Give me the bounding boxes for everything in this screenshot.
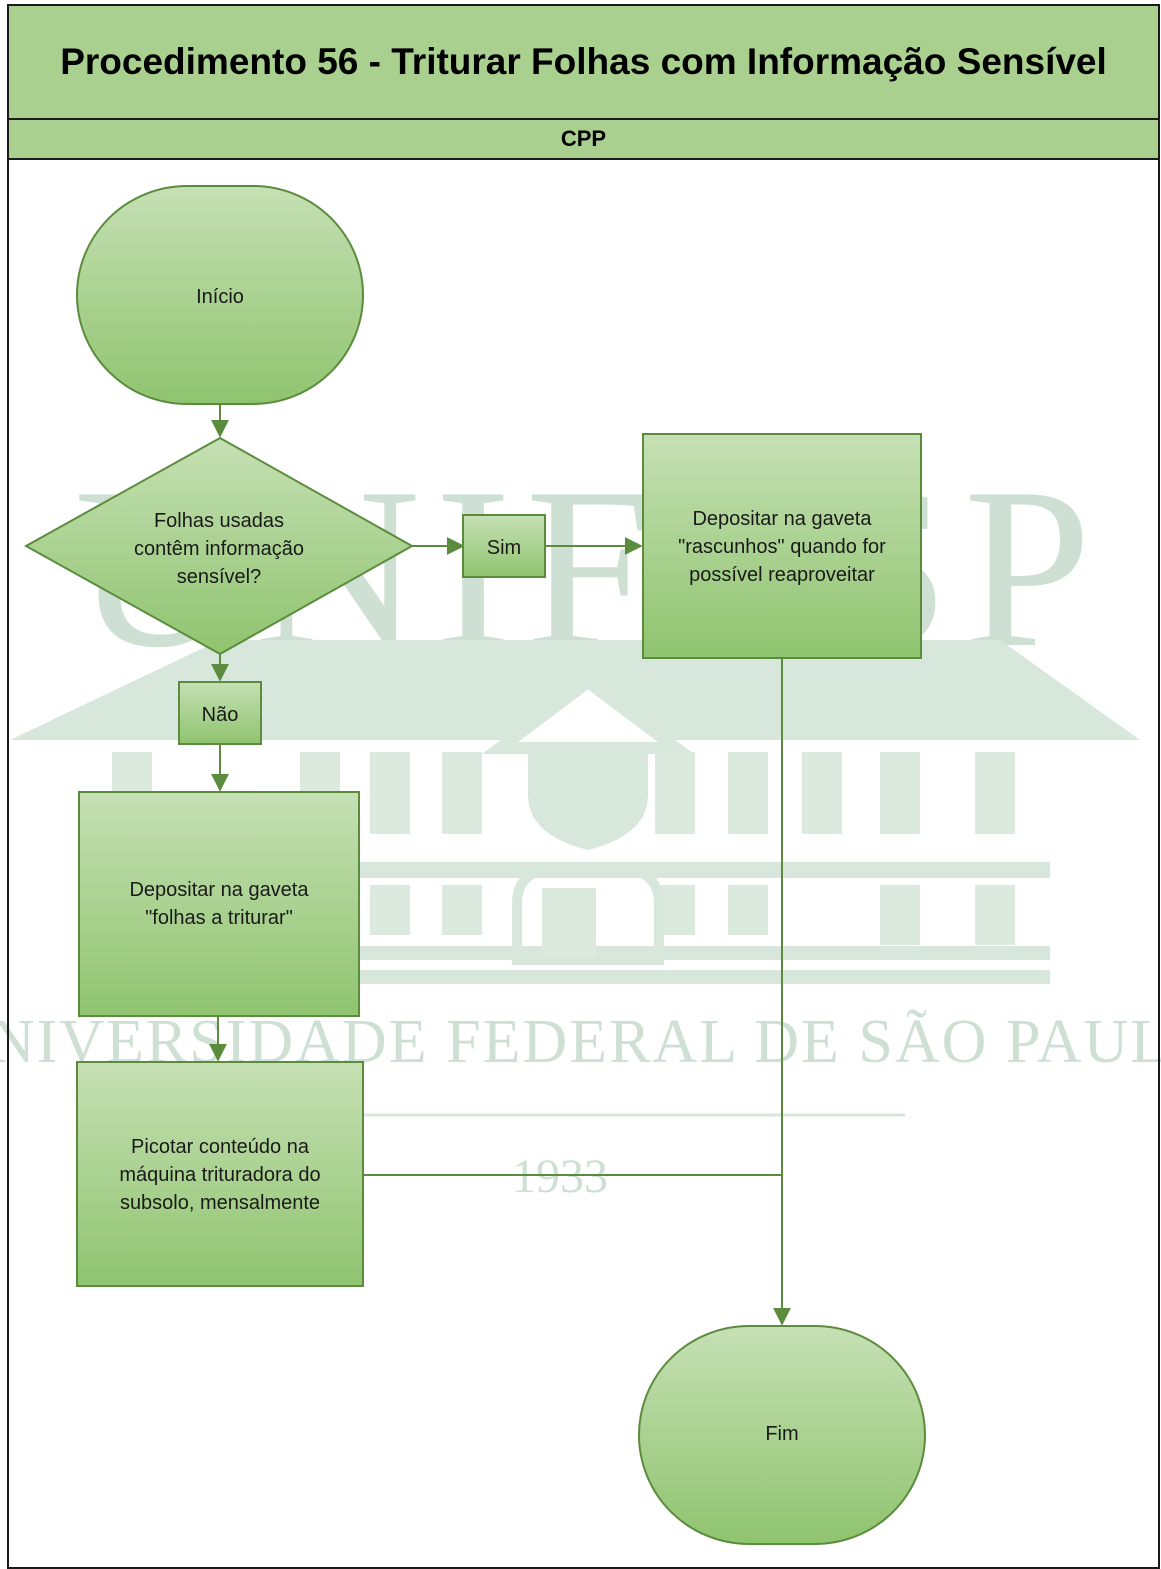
node-yes-label: Sim <box>462 514 546 578</box>
node-shred-machine-line-2: máquina trituradora do <box>119 1164 320 1186</box>
node-decision-line-3: sensível? <box>177 566 262 588</box>
watermark-door <box>512 865 664 965</box>
node-drafts: Depositar na gaveta "rascunhos" quando f… <box>642 433 922 659</box>
node-drafts-line-2: "rascunhos" quando for <box>678 536 886 558</box>
node-no-label-text: Não <box>202 704 239 726</box>
node-shred-machine: Picotar conteúdo na máquina trituradora … <box>76 1061 364 1287</box>
page-title: Procedimento 56 - Triturar Folhas com In… <box>7 4 1160 120</box>
watermark-logo: UNIFESP <box>0 440 1161 1203</box>
node-yes-label-text: Sim <box>487 537 521 559</box>
node-shred-drawer-line-1: Depositar na gaveta <box>129 879 309 901</box>
node-start-label: Início <box>196 286 244 308</box>
node-drafts-line-3: possível reaproveitar <box>689 564 875 586</box>
watermark-shield <box>528 748 648 850</box>
node-end: Fim <box>638 1325 926 1545</box>
node-end-label: Fim <box>765 1423 798 1445</box>
watermark-door-grid <box>542 888 596 958</box>
node-drafts-line-1: Depositar na gaveta <box>692 508 872 530</box>
diagram-frame <box>7 4 1160 1569</box>
watermark-year: 1933 <box>512 1150 608 1203</box>
connectors <box>209 404 791 1326</box>
node-decision: Folhas usadas contêm informação sensível… <box>23 436 415 656</box>
node-shred-drawer: Depositar na gaveta "folhas a triturar" <box>78 791 360 1017</box>
node-no-label: Não <box>178 681 262 745</box>
node-shred-machine-line-3: subsolo, mensalmente <box>120 1192 320 1214</box>
node-shred-drawer-line-2: "folhas a triturar" <box>145 907 293 929</box>
node-decision-line-1: Folhas usadas <box>154 510 284 532</box>
node-shred-machine-line-1: Picotar conteúdo na <box>131 1136 310 1158</box>
node-start: Início <box>76 185 364 405</box>
node-decision-line-2: contêm informação <box>134 538 304 560</box>
